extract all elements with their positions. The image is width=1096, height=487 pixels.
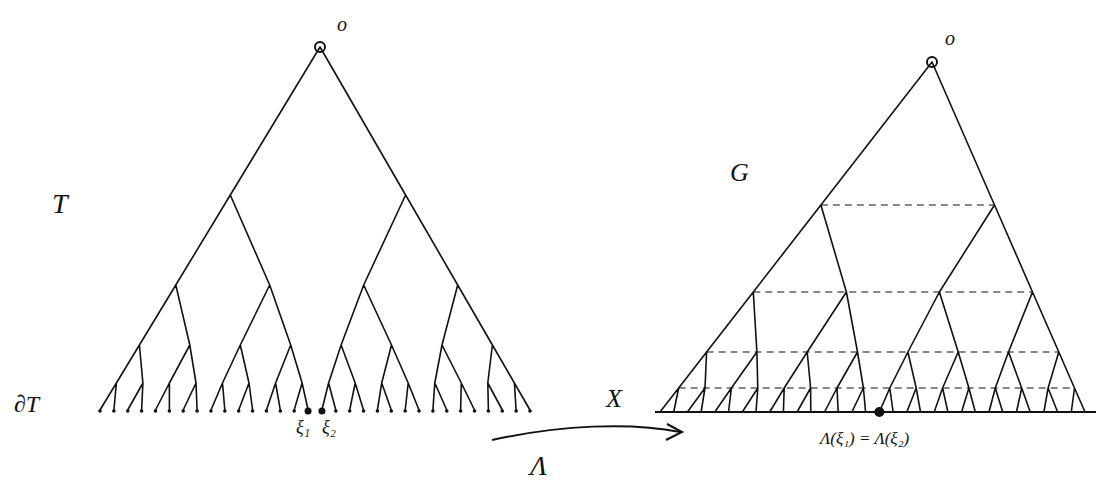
leaf-dot [140, 409, 144, 413]
leaf-dot [279, 409, 283, 413]
leaf-dot [403, 409, 407, 413]
root-dot [927, 57, 937, 67]
leaf-dot [251, 409, 255, 413]
leaf-dot [445, 409, 449, 413]
leaf-dot [237, 409, 241, 413]
root-label: o [337, 14, 347, 34]
leaf-dot [417, 409, 421, 413]
leaf-dot [362, 409, 366, 413]
tree-edges [100, 47, 530, 410]
equation-label: Λ(ξ₁) = Λ(ξ₂) [820, 430, 909, 447]
dashed-level [821, 204, 995, 205]
leaf-dot [195, 409, 199, 413]
leaf-dot [112, 409, 116, 413]
leaf-dot [168, 409, 172, 413]
space-label: X [606, 386, 622, 412]
leaf-dot [98, 409, 102, 413]
dashed-level [707, 351, 1059, 352]
leaf-dot [528, 409, 532, 413]
leaf-dot [459, 409, 463, 413]
arrow-head [666, 424, 682, 440]
boundary-label: ∂T [14, 392, 39, 416]
leaf-dot [431, 409, 435, 413]
tree-label: T [52, 190, 68, 218]
leaf-dot [305, 408, 312, 415]
point-label: ξ₂ [322, 418, 336, 436]
leaf-dots [98, 407, 884, 417]
image-point [874, 407, 884, 417]
leaf-dot [318, 408, 325, 415]
leaf-dot [181, 409, 185, 413]
leaf-dot [223, 409, 227, 413]
leaf-dot [126, 409, 130, 413]
dashed-levels [679, 205, 1075, 388]
leaf-dot [500, 409, 504, 413]
leaf-dot [487, 409, 491, 413]
map-arrow [492, 426, 680, 440]
dashed-level [679, 387, 1075, 388]
leaf-dot [514, 409, 518, 413]
leaf-dot [292, 409, 296, 413]
tree-T [100, 47, 530, 410]
map-label: Λ [530, 452, 547, 480]
point-label: ξ₁ [296, 418, 310, 436]
leaf-dot [265, 409, 269, 413]
graph-label: G [730, 160, 749, 186]
leaf-dot [154, 409, 158, 413]
graph-G [660, 62, 1085, 412]
tree-edges [660, 62, 1085, 412]
leaf-dot [334, 409, 338, 413]
leaf-dot [209, 409, 213, 413]
leaf-dot [376, 409, 380, 413]
leaf-dot [348, 409, 352, 413]
leaf-dot [473, 409, 477, 413]
dashed-level [753, 291, 1032, 292]
leaf-dot [389, 409, 393, 413]
root-dot [315, 42, 325, 52]
root-label: o [945, 28, 955, 48]
